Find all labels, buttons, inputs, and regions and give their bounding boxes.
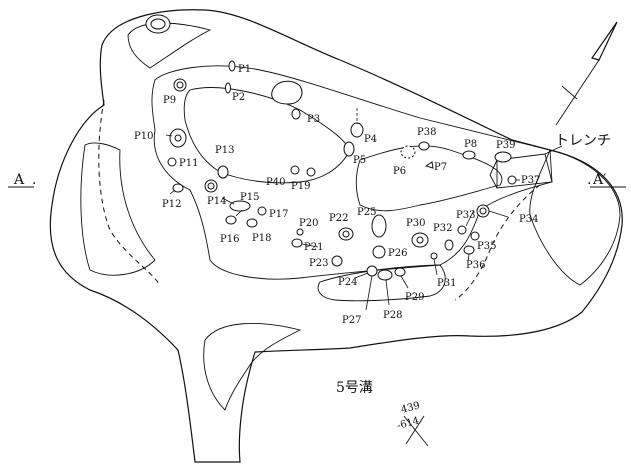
pit-p29 [394, 267, 406, 277]
pit-p28 [377, 269, 393, 281]
pit-p36 [463, 245, 475, 255]
pit-label-p20: P20 [299, 218, 318, 229]
pit-p3 [271, 80, 303, 105]
pit-label-p17: P17 [269, 209, 288, 220]
pit-label-p3: P3 [307, 114, 320, 125]
pit-p40 [290, 165, 300, 175]
pit-label-p40: P40 [266, 177, 285, 188]
pit-labels: P1 P2 P3 P4 P5 P6 P7 P8 P9 P10 P11 P12 P… [134, 64, 540, 326]
pit-p16 [225, 215, 237, 225]
pit-features [167, 60, 517, 281]
section-label-right: A′ [592, 172, 606, 188]
pit-p6 [400, 145, 416, 159]
pit-label-p13: P13 [215, 145, 234, 156]
grid-cross [403, 415, 429, 447]
trench-label: トレンチ [555, 133, 611, 149]
pit-p5 [343, 141, 355, 157]
pit-label-p10: P10 [134, 131, 153, 142]
section-dot-left: . [32, 172, 36, 188]
pit-label-p18: P18 [252, 233, 271, 244]
pit-label-p16: P16 [220, 234, 239, 245]
pit-p17 [257, 206, 267, 216]
pit-label-p31: P31 [437, 278, 456, 289]
pit-label-p19: P19 [291, 181, 310, 192]
pit-label-p28: P28 [383, 310, 402, 321]
trench [489, 145, 563, 189]
pit-p19 [306, 167, 316, 177]
pit-label-p22: P22 [329, 213, 348, 224]
north-arrow-icon [555, 21, 618, 126]
pit-label-p23: P23 [309, 258, 328, 269]
pit-label-p30: P30 [406, 218, 425, 229]
section-label-left: A [13, 172, 25, 188]
pit-label-p24: P24 [338, 277, 357, 288]
pit-label-p25: P25 [357, 207, 376, 218]
pit-label-p37: P37 [521, 175, 540, 186]
pit-p8 [462, 150, 476, 160]
terrace-outline [151, 65, 553, 280]
pit-p33 [457, 225, 467, 235]
pit-p37 [507, 175, 517, 185]
pit-p31 [430, 252, 438, 260]
pit-p20 [296, 228, 304, 236]
pit-label-p2: P2 [232, 92, 245, 103]
pit-label-p38: P38 [417, 127, 436, 138]
pit-label-p36: P36 [466, 260, 485, 271]
pit-p11 [167, 157, 177, 167]
pit-label-p1: P1 [238, 64, 251, 75]
pit-p38 [418, 141, 430, 151]
pit-label-p27: P27 [342, 315, 361, 326]
pit-label-p12: P12 [162, 199, 181, 210]
pit-p4 [350, 122, 364, 138]
pit-p23 [331, 255, 343, 267]
pit-p18 [246, 218, 258, 228]
pit-p39 [494, 151, 512, 163]
pit-label-p34: P34 [519, 214, 538, 225]
pit-label-p9: P9 [163, 95, 176, 106]
label-leaders [165, 134, 520, 311]
pit-p13 [217, 165, 229, 179]
pit-label-p39: P39 [496, 140, 515, 151]
pit-p26 [372, 245, 386, 259]
pit-p25 [371, 214, 387, 238]
excavation-outline [49, 9, 623, 463]
pit-label-p7: P7 [434, 162, 447, 173]
pit-label-p35: P35 [477, 241, 496, 252]
pit-label-p29: P29 [405, 292, 424, 303]
grid-label-bottom: -614 [396, 415, 421, 431]
pit-label-p6: P6 [393, 166, 406, 177]
pit-p2 [225, 82, 231, 94]
pit-label-p4: P4 [364, 134, 377, 145]
pit-label-p26: P26 [388, 248, 407, 259]
pit-label-p15: P15 [240, 192, 259, 203]
pit-p15 [229, 200, 251, 212]
ditch-label: 5号溝 [336, 380, 373, 396]
pit-p21 [291, 238, 303, 248]
pit-label-p11: P11 [179, 158, 198, 169]
pit-p32 [444, 239, 454, 251]
grid-label-top: 439 [400, 400, 421, 416]
pit-p1 [228, 60, 236, 72]
pit-p24 [366, 265, 378, 277]
pit-label-p8: P8 [464, 139, 477, 150]
pit-p7 [424, 161, 434, 169]
pit-label-p21: P21 [304, 242, 323, 253]
pit-label-p32: P32 [433, 223, 452, 234]
pit-p35 [470, 231, 480, 241]
section-dot-right: . [587, 172, 591, 188]
pit-label-p14: P14 [207, 196, 226, 207]
pit-label-p33: P33 [456, 210, 475, 221]
pit-p12 [172, 183, 184, 193]
pit-label-p5: P5 [353, 155, 366, 166]
